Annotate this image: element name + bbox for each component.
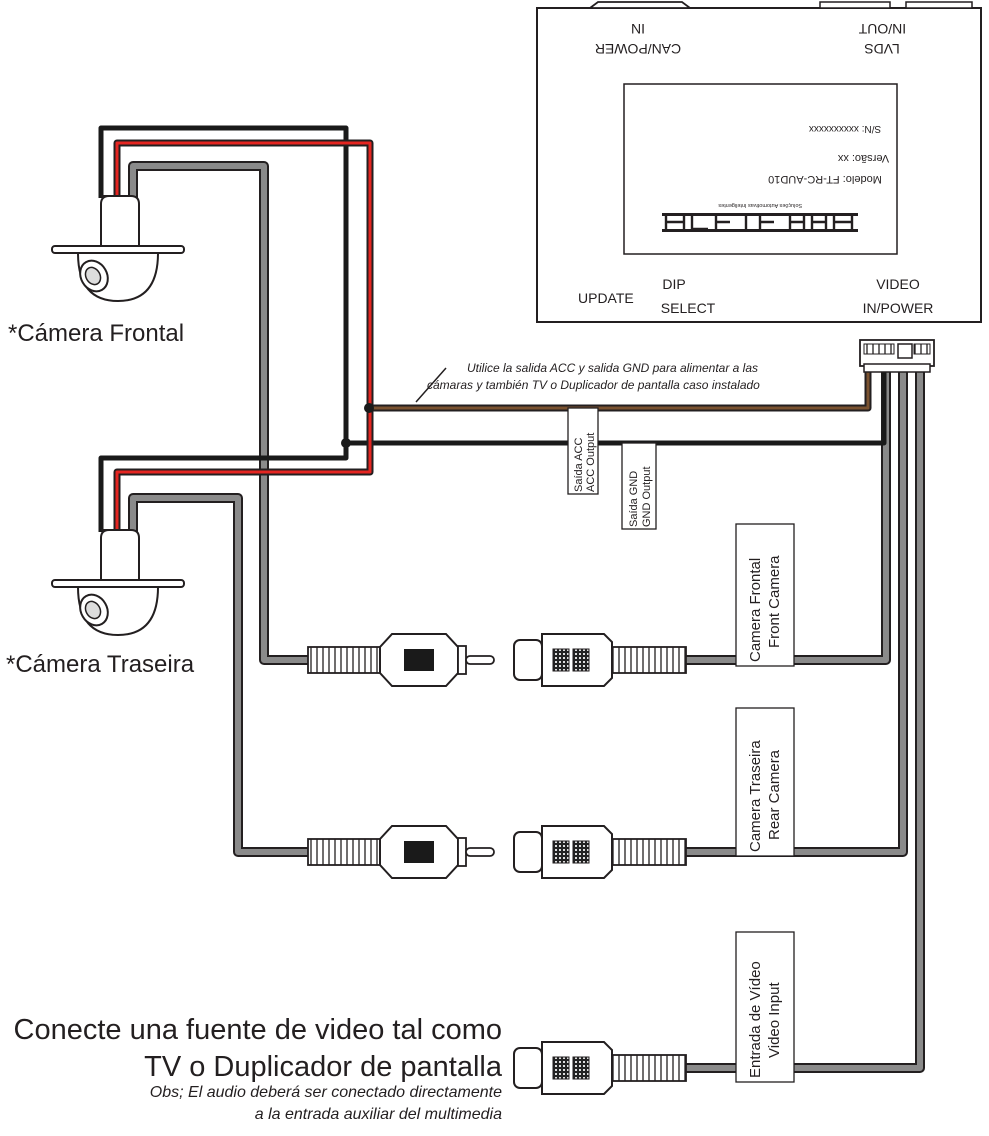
- dip-label-1: DIP: [662, 276, 685, 292]
- lvds-port-right: [905, 1, 973, 9]
- power-note-line-1: Utilice la salida ACC y salida GND para …: [467, 361, 758, 375]
- front-camera-label: *Cámera Frontal: [8, 320, 184, 347]
- rear-camera-female-rca: [513, 825, 687, 879]
- dip-label-2: SELECT: [661, 300, 716, 316]
- instruction-line-2: TV o Duplicador de pantalla: [144, 1051, 503, 1083]
- video-power-connector: [859, 339, 935, 373]
- brand-tagline: Soluções Automotivas Inteligentes: [718, 202, 802, 208]
- can-power-port: [587, 1, 693, 9]
- svg-text:Camera Traseira: Camera Traseira: [747, 740, 764, 852]
- audio-note-line-2: a la entrada auxiliar del multimedia: [255, 1106, 502, 1123]
- front-camera-female-rca: [513, 633, 687, 687]
- video-label-2: IN/POWER: [863, 300, 934, 316]
- svg-text:Saída ACC: Saída ACC: [573, 438, 585, 492]
- svg-text:GND Output: GND Output: [641, 466, 653, 527]
- brand-logo: [662, 213, 858, 232]
- video-label-1: VIDEO: [876, 276, 920, 292]
- video-input-tag: Entrada de Vídeo Video Input: [735, 931, 795, 1083]
- video-input-female-rca: [513, 1041, 687, 1095]
- module-box: IN CAN/POWER IN/OUT LVDS S/N: xxxxxxxxxx…: [536, 1, 982, 323]
- front-camera-male-rca: [307, 633, 495, 687]
- gnd-output-tag: Saída GND GND Output: [621, 442, 657, 530]
- power-note-line-2: cámaras y también TV o Duplicador de pan…: [427, 378, 760, 392]
- svg-text:Camera Frontal: Camera Frontal: [747, 558, 764, 662]
- model-text: Modelo: FT-RC-AUD10: [768, 173, 882, 185]
- version-text: Versão: xx: [837, 152, 889, 164]
- lvds-port-left: [819, 1, 891, 9]
- rear-camera: [51, 529, 185, 636]
- acc-output-tag: Saída ACC ACC Output: [567, 407, 599, 495]
- serial-number: S/N: xxxxxxxxxx: [809, 123, 881, 134]
- svg-text:ACC Output: ACC Output: [585, 433, 597, 492]
- audio-note-line-1: Obs; El audio deberá ser conectado direc…: [150, 1084, 502, 1101]
- svg-text:Front Camera: Front Camera: [766, 555, 783, 648]
- svg-text:Video Input: Video Input: [766, 982, 783, 1058]
- instruction-line-1: Conecte una fuente de video tal como: [14, 1014, 503, 1046]
- rear-camera-label: *Cámera Traseira: [6, 651, 195, 678]
- rear-camera-male-rca: [307, 825, 495, 879]
- front-camera-tag: Camera Frontal Front Camera: [735, 523, 795, 667]
- update-label: UPDATE: [578, 290, 634, 306]
- can-power-label-2: CAN/POWER: [595, 41, 681, 57]
- svg-text:Saída GND: Saída GND: [628, 471, 640, 527]
- lvds-label-1: IN/OUT: [858, 21, 906, 37]
- svg-text:Rear Camera: Rear Camera: [766, 749, 783, 840]
- svg-text:Entrada de Vídeo: Entrada de Vídeo: [747, 961, 764, 1078]
- front-camera: [51, 195, 185, 302]
- can-power-label-1: IN: [631, 21, 645, 37]
- rear-camera-tag: Camera Traseira Rear Camera: [735, 707, 795, 857]
- lvds-label-2: LVDS: [864, 41, 900, 57]
